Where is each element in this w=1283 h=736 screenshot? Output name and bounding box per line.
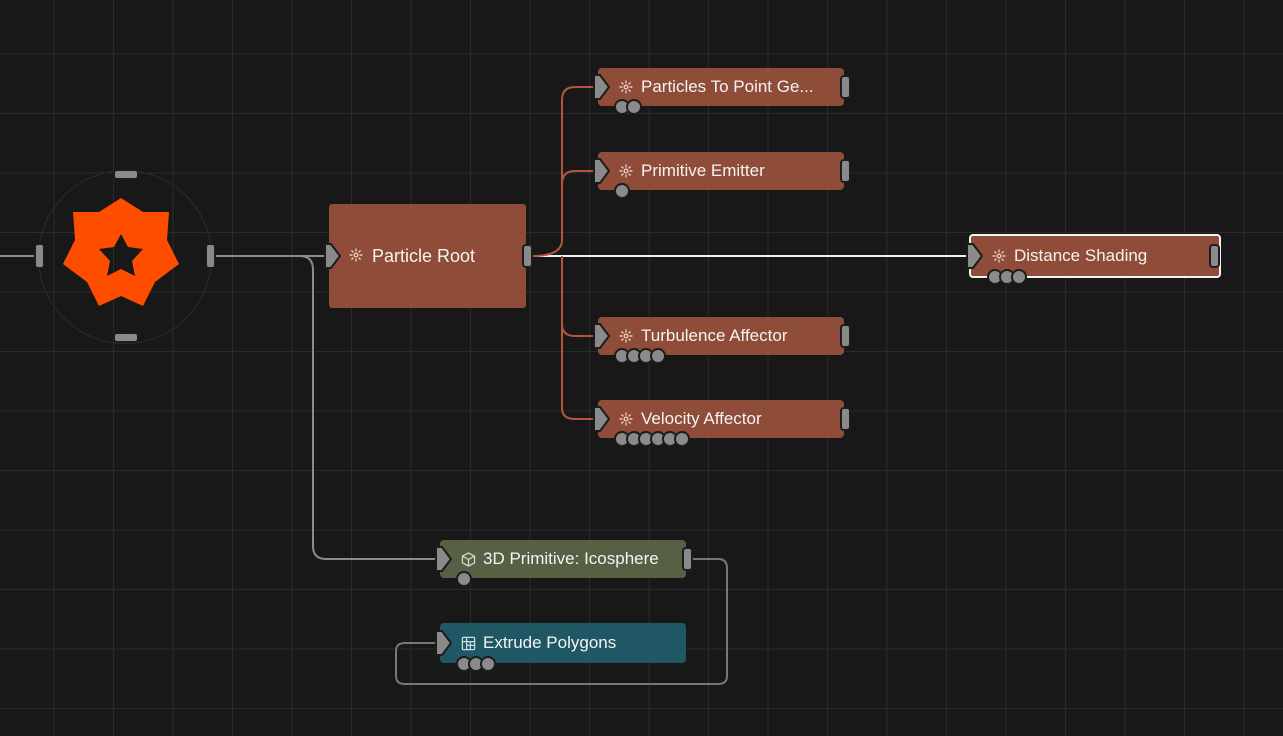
node-primitive-emitter[interactable]: Primitive Emitter bbox=[593, 152, 851, 199]
node-particle-root[interactable]: Particle Root bbox=[324, 204, 533, 308]
orange-gear-logo-icon bbox=[63, 198, 179, 306]
particle-icon bbox=[618, 79, 634, 95]
input-dots bbox=[614, 348, 666, 364]
node-label: Distance Shading bbox=[1014, 246, 1148, 265]
node-input-port[interactable] bbox=[592, 74, 610, 100]
wire-hub-to-icosphere bbox=[299, 255, 436, 560]
node-distance-shading[interactable]: Distance Shading bbox=[966, 234, 1221, 285]
node-turbulence-affector[interactable]: Turbulence Affector bbox=[593, 317, 851, 364]
input-dots bbox=[614, 431, 690, 447]
input-dot[interactable] bbox=[650, 348, 666, 364]
node-label: Velocity Affector bbox=[641, 409, 762, 428]
particle-icon bbox=[618, 328, 634, 344]
hub-port-right[interactable] bbox=[205, 243, 216, 269]
node-input-port[interactable] bbox=[592, 323, 610, 349]
node-label: Primitive Emitter bbox=[641, 161, 765, 180]
input-dots bbox=[987, 269, 1027, 285]
node-input-port[interactable] bbox=[592, 406, 610, 432]
input-dot[interactable] bbox=[1011, 269, 1027, 285]
node-input-port[interactable] bbox=[965, 243, 983, 269]
node-output-port[interactable] bbox=[1209, 244, 1220, 268]
node-output-port[interactable] bbox=[840, 159, 851, 183]
node-label: 3D Primitive: Icosphere bbox=[483, 549, 659, 568]
input-dots bbox=[614, 183, 630, 199]
node-output-port[interactable] bbox=[682, 547, 693, 571]
hub-port-top[interactable] bbox=[113, 169, 139, 180]
input-dot[interactable] bbox=[626, 99, 642, 115]
node-velocity-affector[interactable]: Velocity Affector bbox=[593, 400, 851, 447]
node-input-port[interactable] bbox=[434, 546, 452, 572]
input-dot[interactable] bbox=[614, 183, 630, 199]
node-input-port[interactable] bbox=[592, 158, 610, 184]
node-input-port[interactable] bbox=[434, 630, 452, 656]
particle-icon bbox=[618, 163, 634, 179]
node-output-port[interactable] bbox=[840, 407, 851, 431]
input-dots bbox=[456, 656, 496, 672]
input-dot[interactable] bbox=[674, 431, 690, 447]
node-label: Turbulence Affector bbox=[641, 326, 788, 345]
wire-root-branch bbox=[531, 86, 595, 420]
particle-icon bbox=[991, 248, 1007, 264]
hub-port-bottom[interactable] bbox=[113, 332, 139, 343]
node-input-port[interactable] bbox=[323, 243, 341, 269]
node-label: Particle Root bbox=[372, 245, 476, 266]
input-dot[interactable] bbox=[456, 571, 472, 587]
input-dots bbox=[456, 571, 472, 587]
input-dots bbox=[614, 99, 642, 115]
node-label: Extrude Polygons bbox=[483, 633, 617, 652]
wire-icosphere-to-extrude bbox=[395, 558, 728, 685]
node-output-port[interactable] bbox=[840, 324, 851, 348]
extrude-icon bbox=[460, 635, 476, 651]
node-icosphere[interactable]: 3D Primitive: Icosphere bbox=[435, 540, 693, 587]
cube-icon bbox=[460, 551, 476, 567]
node-extrude-polygons[interactable]: Extrude Polygons bbox=[435, 623, 686, 672]
node-label: Particles To Point Ge... bbox=[641, 77, 814, 96]
node-particles-to-point[interactable]: Particles To Point Ge... bbox=[593, 68, 851, 115]
particle-icon bbox=[618, 411, 634, 427]
particle-icon bbox=[349, 248, 365, 264]
node-output-port[interactable] bbox=[522, 244, 533, 268]
input-dot[interactable] bbox=[480, 656, 496, 672]
node-output-port[interactable] bbox=[840, 75, 851, 99]
hub-port-left[interactable] bbox=[34, 243, 45, 269]
